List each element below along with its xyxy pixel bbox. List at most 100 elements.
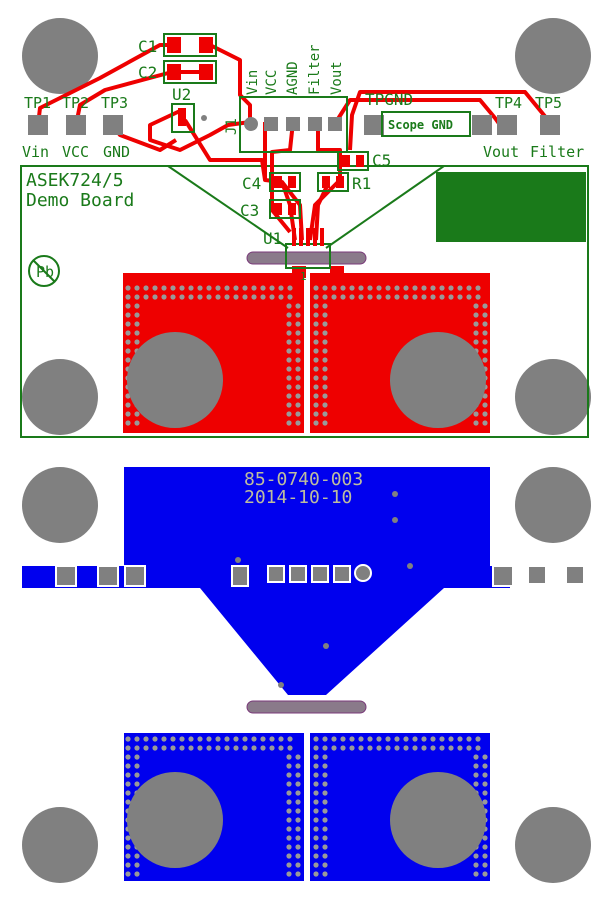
funnel-silk-left [167,165,289,249]
tp3-pad[interactable] [103,115,123,135]
tp2-pad[interactable] [66,115,86,135]
board-name-line1: ASEK724/5 [26,170,124,191]
via [134,330,140,336]
via [125,835,131,841]
via [242,294,248,300]
label-vout: Vout [483,143,519,161]
current-hole-right-bottom [390,772,486,868]
via [322,817,328,823]
via [322,844,328,850]
j1-pin2[interactable] [264,117,278,131]
via [475,294,481,300]
via [286,384,292,390]
via [134,321,140,327]
via [134,285,140,291]
mount-hole-bottom-lower-right [515,807,591,883]
via [421,285,427,291]
via [482,357,488,363]
via [448,285,454,291]
via [322,402,328,408]
via [125,357,131,363]
via [215,285,221,291]
via [286,781,292,787]
mount-hole-bottom-lower-left [22,807,98,883]
via [385,736,391,742]
via [482,781,488,787]
via [322,853,328,859]
via [215,294,221,300]
via [134,862,140,868]
via [376,294,382,300]
via [313,330,319,336]
via [134,339,140,345]
mount-hole-top-right [515,18,591,94]
part-number: 85-0740-003 [244,469,363,490]
via [295,339,301,345]
via [482,303,488,309]
via [313,862,319,868]
tpgnd-pad[interactable] [364,115,384,135]
via [170,745,176,751]
label-gnd: GND [103,143,130,161]
via [295,303,301,309]
via [134,312,140,318]
j1-pin3[interactable] [286,117,300,131]
scope-gnd-pad-right[interactable] [472,115,492,135]
top-copper-pin-notch-2 [330,266,344,278]
via [197,736,203,742]
via [179,294,185,300]
tp4-pad[interactable] [497,115,517,135]
via [278,294,284,300]
r1-outline [317,172,349,192]
j1-pin1[interactable] [244,117,258,131]
via [125,736,131,742]
via [322,366,328,372]
label-tp2: TP2 [62,94,89,112]
via [295,375,301,381]
via [448,294,454,300]
via [286,844,292,850]
via [152,285,158,291]
label-pin1: 1 [300,270,307,283]
via [295,790,301,796]
via [322,862,328,868]
via [188,285,194,291]
via [161,285,167,291]
c2-pad-right [199,64,213,80]
via [286,321,292,327]
tp1-pad[interactable] [28,115,48,135]
via [367,736,373,742]
via [134,763,140,769]
via [295,853,301,859]
via [295,772,301,778]
via [349,285,355,291]
via [286,348,292,354]
via [260,745,266,751]
via [313,763,319,769]
via [313,312,319,318]
u2-pad [178,108,186,126]
j1-pin5[interactable] [328,117,342,131]
via [482,321,488,327]
j1-outline [239,96,348,153]
via [170,285,176,291]
via [278,745,284,751]
via [286,312,292,318]
j1-pin4[interactable] [308,117,322,131]
via [412,285,418,291]
via [125,393,131,399]
via [287,745,293,751]
c5-pad-r [356,155,364,167]
c1-pad-right [199,37,213,53]
via [313,835,319,841]
via [430,285,436,291]
tp5-pad[interactable] [540,115,560,135]
funnel-silk-right [325,165,445,249]
via [412,294,418,300]
via [179,745,185,751]
via [313,384,319,390]
via [482,402,488,408]
via [358,294,364,300]
via [224,294,230,300]
via [473,772,479,778]
